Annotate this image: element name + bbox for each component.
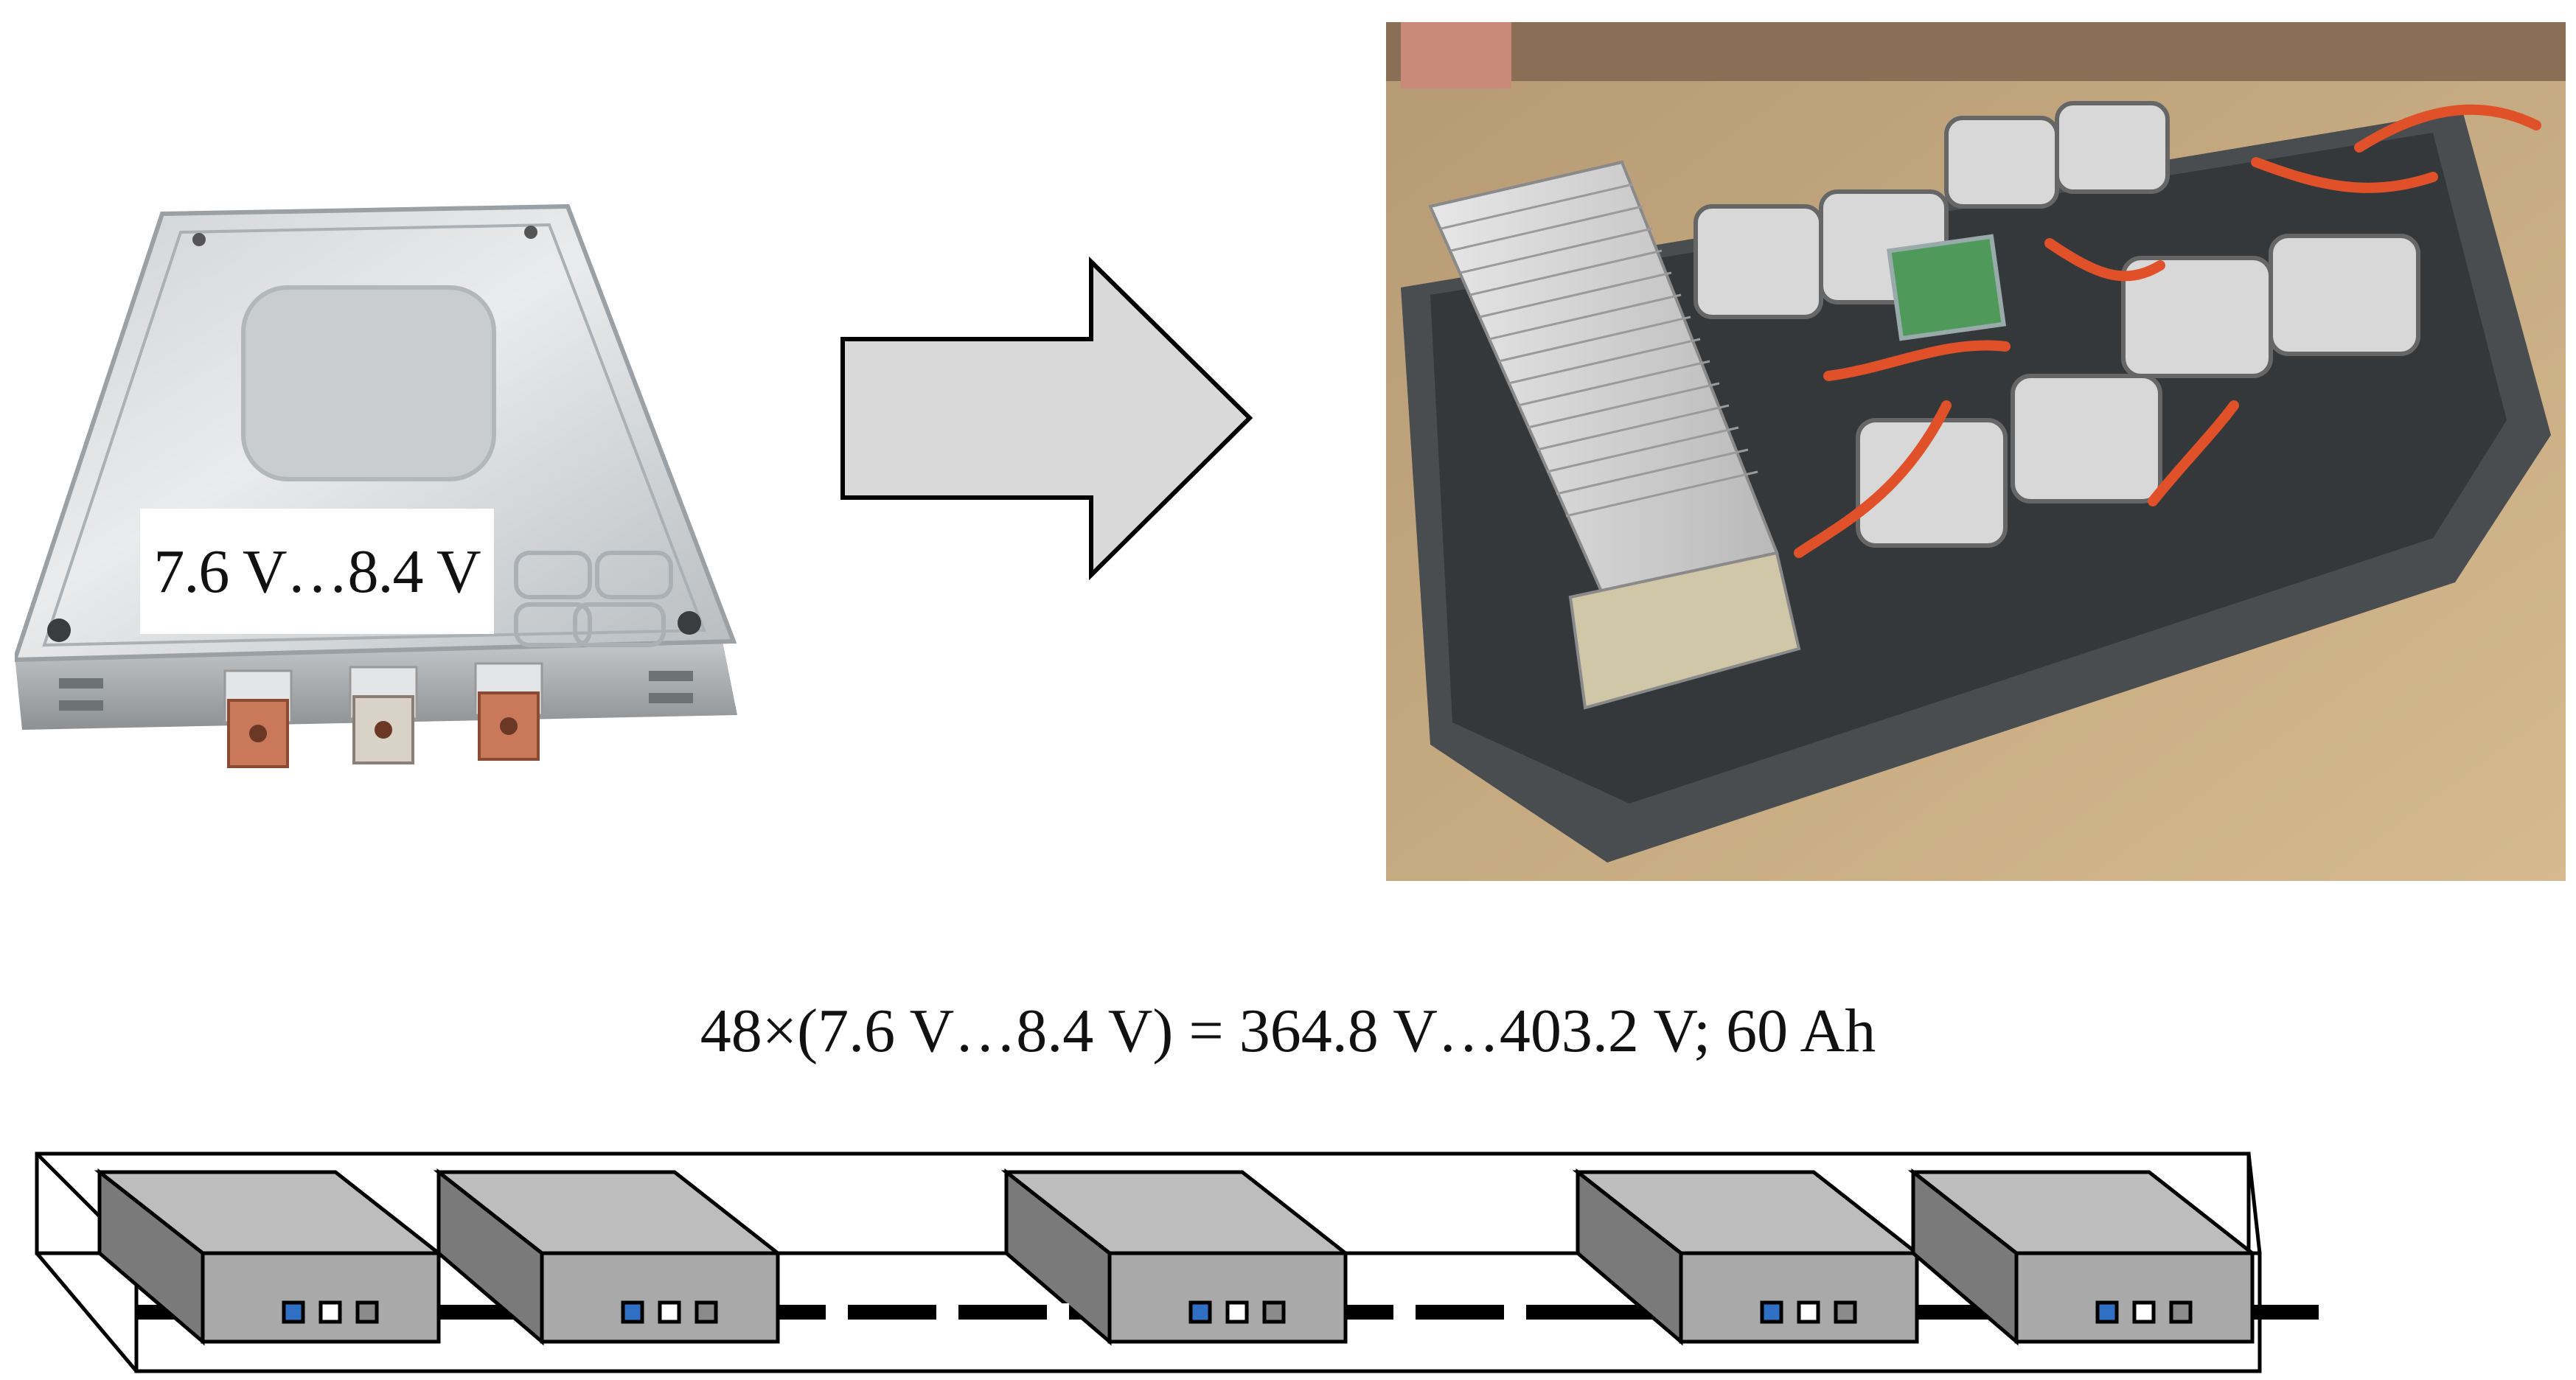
terminal-middle-icon bbox=[349, 666, 418, 764]
module-2-terminal-1-icon bbox=[621, 1300, 644, 1324]
module-3-terminal-3-icon bbox=[1262, 1300, 1286, 1324]
battery-pack-illustration bbox=[1386, 22, 2566, 881]
module-5-terminal-1-icon bbox=[2095, 1300, 2119, 1324]
terminal-left-icon bbox=[223, 669, 293, 768]
module-2-terminal-2-icon bbox=[658, 1300, 681, 1324]
module-group-2 bbox=[1944, 101, 2170, 209]
module-4-terminal-2-icon bbox=[1797, 1300, 1820, 1324]
module-front bbox=[1679, 1251, 1919, 1344]
battery-module-3 bbox=[1000, 1168, 1351, 1346]
cell-voltage-label: 7.6 V…8.4 V bbox=[153, 537, 481, 606]
module-5-terminal-3-icon bbox=[2169, 1300, 2193, 1324]
module-2-terminal-3-icon bbox=[695, 1300, 718, 1324]
module-front bbox=[540, 1251, 780, 1344]
module-group-4 bbox=[1856, 374, 2162, 548]
pack-voltage-equation: 48×(7.6 V…8.4 V) = 364.8 V…403.2 V; 60 A… bbox=[700, 997, 1876, 1065]
battery-pack-photo bbox=[1386, 22, 2566, 881]
cell-voltage-label-box: 7.6 V…8.4 V bbox=[140, 509, 494, 634]
module-group-3 bbox=[2121, 234, 2420, 378]
module-3-terminal-2-icon bbox=[1225, 1300, 1249, 1324]
module-1-terminal-1-icon bbox=[282, 1300, 305, 1324]
battery-module-2 bbox=[433, 1168, 784, 1346]
module-front bbox=[1107, 1251, 1348, 1344]
cell-module-photo bbox=[15, 199, 759, 774]
module-front bbox=[201, 1251, 441, 1344]
cell-module-illustration bbox=[15, 203, 737, 768]
control-board-icon bbox=[1886, 234, 2007, 341]
battery-module-4 bbox=[1572, 1168, 1923, 1346]
module-front bbox=[2014, 1251, 2255, 1344]
module-4-terminal-3-icon bbox=[1834, 1300, 1857, 1324]
module-5-terminal-2-icon bbox=[2132, 1300, 2156, 1324]
battery-module-5 bbox=[1907, 1168, 2258, 1346]
module-1-terminal-3-icon bbox=[355, 1300, 379, 1324]
battery-module-1 bbox=[94, 1168, 445, 1346]
module-3-terminal-1-icon bbox=[1188, 1300, 1212, 1324]
module-4-terminal-1-icon bbox=[1760, 1300, 1783, 1324]
module-1-terminal-2-icon bbox=[318, 1300, 342, 1324]
terminal-right-icon bbox=[474, 662, 543, 761]
module-stack-finned bbox=[1428, 160, 1801, 710]
